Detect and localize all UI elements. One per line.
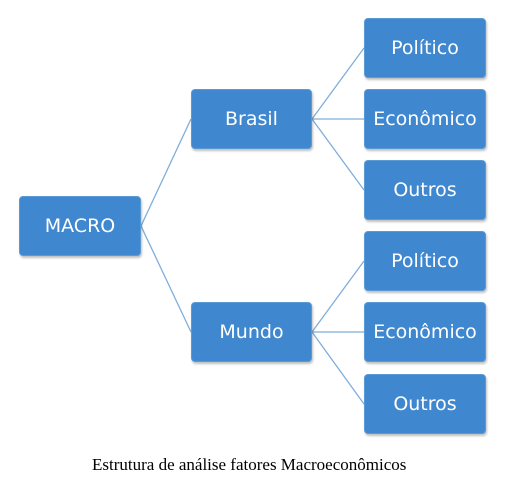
node-mundo-label: Mundo xyxy=(219,321,284,343)
node-macro: MACRO xyxy=(19,196,141,256)
node-brasil-outros: Outros xyxy=(364,160,486,220)
node-mundo-outros: Outros xyxy=(364,374,486,434)
connector-brasil-politico xyxy=(311,47,365,120)
diagram-caption: Estrutura de análise fatores Macroeconôm… xyxy=(92,455,407,474)
node-mundo: Mundo xyxy=(191,302,312,362)
node-brasil-politico-label: Político xyxy=(391,37,459,59)
node-mundo-economico-label: Econômico xyxy=(373,321,477,343)
node-brasil-outros-label: Outros xyxy=(393,179,457,201)
node-brasil-politico: Político xyxy=(364,18,486,78)
node-mundo-politico-label: Político xyxy=(391,250,459,272)
node-mundo-politico: Político xyxy=(364,231,486,291)
node-brasil-economico-label: Econômico xyxy=(373,108,477,130)
connector-macro-mundo xyxy=(140,225,192,333)
node-brasil-economico: Econômico xyxy=(364,89,486,149)
connector-mundo-outros xyxy=(311,331,365,405)
connector-brasil-outros xyxy=(311,118,365,191)
node-brasil-label: Brasil xyxy=(225,108,278,130)
connector-mundo-politico xyxy=(311,260,365,333)
node-macro-label: MACRO xyxy=(44,215,116,237)
node-brasil: Brasil xyxy=(191,89,312,149)
connector-macro-brasil xyxy=(140,118,192,227)
node-mundo-economico: Econômico xyxy=(364,302,486,362)
node-mundo-outros-label: Outros xyxy=(393,393,457,415)
